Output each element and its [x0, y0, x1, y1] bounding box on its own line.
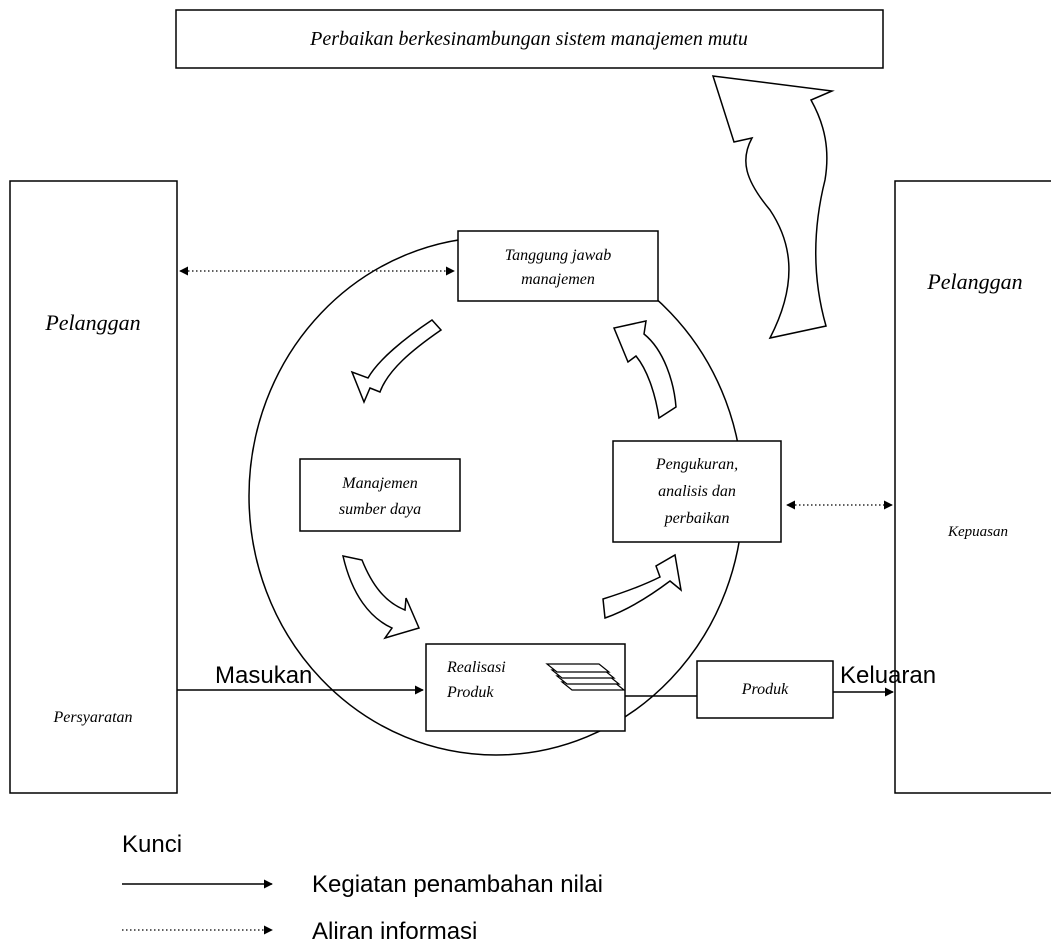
customer-left-title: Pelanggan	[44, 310, 140, 335]
requirements-label: Persyaratan	[52, 709, 132, 726]
input-label: Masukan	[215, 662, 312, 689]
product-realization-line1: Realisasi	[446, 659, 506, 676]
cycle-arrow-to-management	[612, 320, 677, 420]
customer-right-title: Pelanggan	[926, 269, 1022, 294]
product-realization-box: Realisasi Produk	[425, 643, 626, 732]
legend: Kunci Kegiatan penambahan nilai Aliran i…	[122, 831, 603, 943]
measurement-analysis-box: Pengukuran, analisis dan perbaikan	[612, 440, 782, 543]
continual-improvement-label: Perbaikan berkesinambungan sistem manaje…	[309, 28, 748, 50]
cycle-arrow-to-realization	[342, 555, 421, 640]
measurement-line1: Pengukuran,	[655, 456, 738, 473]
resource-management-box: Manajemen sumber daya	[299, 458, 461, 532]
customer-right-box: Pelanggan Kepuasan	[894, 180, 1051, 794]
product-label: Produk	[741, 681, 789, 698]
legend-item-information-flow: Aliran informasi	[312, 918, 477, 943]
customer-left-box: Pelanggan Persyaratan	[9, 180, 178, 794]
improvement-arrow	[711, 75, 835, 340]
measurement-line2: analisis dan	[658, 483, 736, 500]
management-responsibility-line2: manajemen	[521, 271, 595, 288]
legend-title: Kunci	[122, 831, 182, 858]
continual-improvement-box: Perbaikan berkesinambungan sistem manaje…	[175, 9, 884, 69]
resource-management-line2: sumber daya	[339, 501, 421, 518]
cycle-arrow-to-resources	[350, 319, 443, 404]
satisfaction-label: Kepuasan	[947, 524, 1008, 540]
output-label: Keluaran	[840, 662, 936, 689]
measurement-line3: perbaikan	[664, 510, 730, 527]
stacked-products-icon	[545, 663, 626, 691]
cycle-arrow-to-measurement	[602, 553, 683, 620]
management-responsibility-box: Tanggung jawab manajemen	[457, 230, 659, 302]
legend-item-value-adding: Kegiatan penambahan nilai	[312, 871, 603, 898]
resource-management-line1: Manajemen	[341, 475, 418, 492]
product-box: Produk	[696, 660, 834, 719]
management-responsibility-line1: Tanggung jawab	[505, 247, 612, 264]
product-realization-line2: Produk	[446, 684, 494, 701]
